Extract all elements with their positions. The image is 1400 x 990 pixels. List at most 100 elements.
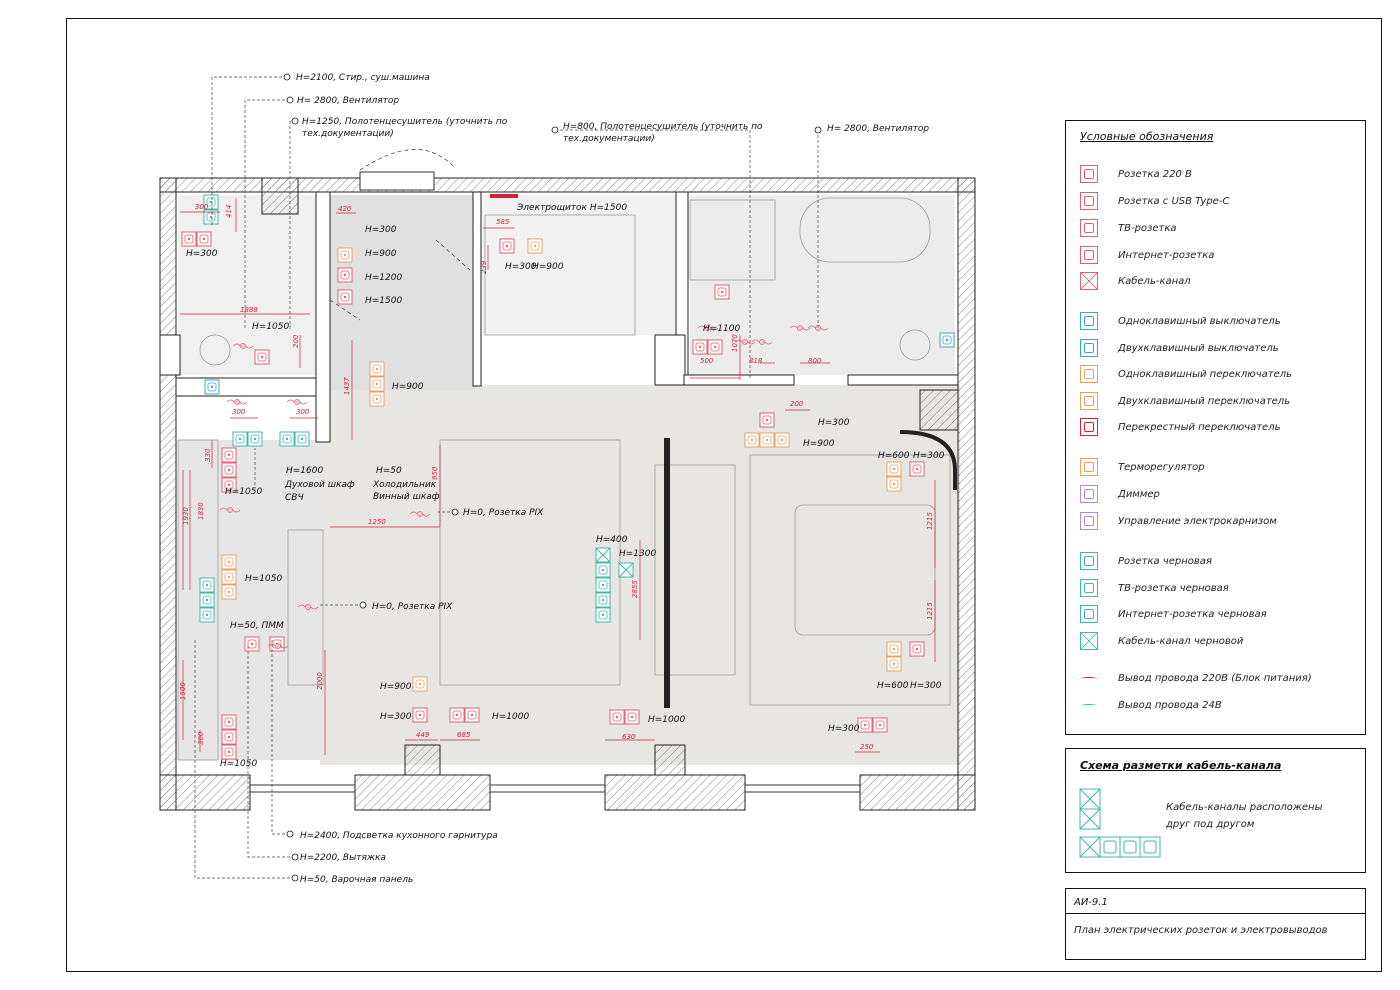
socket-symbol	[221, 462, 237, 478]
tv-socket-icon	[1080, 219, 1098, 237]
leader-marker	[814, 126, 822, 134]
dimension-value: 685	[457, 731, 471, 739]
leader-marker	[451, 508, 459, 516]
legend-item: Перекрестный переключатель	[1080, 418, 1281, 436]
plan-label: H=600	[878, 451, 910, 461]
socket-symbol	[254, 349, 270, 365]
socket-symbol	[449, 707, 465, 723]
socket-symbol	[221, 584, 237, 600]
socket-symbol	[221, 744, 237, 760]
plan-label: H=1200	[365, 273, 402, 283]
leader-marker	[286, 96, 294, 104]
plan-label: H=900	[392, 382, 424, 392]
leader-line	[211, 76, 287, 225]
leader-marker	[291, 853, 299, 861]
socket-symbol	[886, 461, 902, 477]
scheme-note: Кабель-каналы расположены друг под друго…	[1166, 799, 1322, 833]
tv-partition	[664, 438, 670, 708]
rough-tv-socket-icon	[1080, 579, 1098, 597]
legend-item-label: Интернет-розетка черновая	[1118, 608, 1267, 620]
legend-item-label: Двухклавишный выключатель	[1118, 342, 1279, 354]
legend-item-label: ТВ-розетка	[1118, 222, 1177, 234]
legend-item-label: Диммер	[1118, 488, 1160, 500]
dimension-value: 500	[700, 357, 714, 365]
dimension-value: 239	[480, 260, 488, 274]
legend-item: Двухклавишный переключатель	[1080, 392, 1290, 410]
dimension-value: 2000	[316, 672, 324, 690]
socket-symbol	[244, 636, 260, 652]
usb-socket-icon	[1080, 192, 1098, 210]
wire-outlet-symbol	[297, 604, 319, 610]
socket-symbol	[527, 238, 543, 254]
legend-item: Кабель-канал черновой	[1080, 632, 1243, 650]
dimension-value: 449	[416, 731, 430, 739]
dimension-value: 630	[622, 733, 636, 741]
plan-label: H=300	[818, 418, 850, 428]
cable-channel-symbol	[618, 562, 634, 578]
plan-label: H=50, ПММ	[230, 621, 284, 631]
double-toggle-icon	[1080, 392, 1098, 410]
socket-symbol	[221, 447, 237, 463]
electrical-panel	[490, 194, 518, 198]
dimension-value: 300	[296, 408, 310, 416]
plan-label: H=1050	[252, 322, 289, 332]
plan-label: H=300	[913, 451, 945, 461]
dimension-value: 330	[204, 448, 212, 462]
plan-label: Духовой шкаф	[284, 480, 355, 490]
dimmer-icon	[1080, 485, 1098, 503]
socket-symbol	[337, 247, 353, 263]
socket-symbol	[412, 707, 428, 723]
cable-channel-symbol	[595, 547, 611, 563]
wire-220-icon	[1080, 669, 1098, 687]
legend-item-label: Одноклавишный переключатель	[1118, 368, 1292, 380]
socket-symbol	[204, 379, 220, 395]
cornice-control-icon	[1080, 512, 1098, 530]
callout-label: H=2200, Вытяжка	[300, 853, 386, 863]
sheet-frame	[66, 18, 1382, 972]
socket-symbol	[499, 238, 515, 254]
plan-label: Холодильник	[372, 480, 437, 490]
scheme-title: Схема разметки кабель-канала	[1080, 759, 1282, 772]
drawing-description: План электрических розеток и электровыво…	[1074, 925, 1328, 936]
legend-item-label: Розетка 220 В	[1118, 168, 1192, 180]
socket-symbol	[759, 432, 775, 448]
socket-symbol	[774, 432, 790, 448]
legend-item: Розетка с USB Type-C	[1080, 192, 1229, 210]
plan-label: H=900	[365, 249, 397, 259]
callout-label: тех.документации)	[302, 129, 394, 139]
socket-symbol	[872, 717, 888, 733]
plan-symbols	[181, 194, 955, 760]
door-swing	[359, 149, 456, 171]
plan-label: H=1100	[703, 324, 740, 334]
plan-label: H=300	[910, 681, 942, 691]
legend-item: Управление электрокарнизом	[1080, 512, 1277, 530]
dimension-value: 200	[292, 334, 300, 348]
plan-label: H=300	[365, 225, 397, 235]
legend-item: Вывод провода 220В (Блок питания)	[1080, 669, 1312, 687]
dimension-value: 1215	[926, 512, 934, 530]
dimension-value: 1888	[240, 306, 258, 314]
plan-label: H=1050	[245, 574, 282, 584]
legend-item-label: Перекрестный переключатель	[1118, 421, 1281, 433]
callout-label: тех.документации)	[563, 134, 655, 144]
socket-symbol	[199, 577, 215, 593]
socket-symbol	[369, 361, 385, 377]
plan-label: H=400	[596, 535, 628, 545]
bathroom-floor	[690, 195, 955, 375]
legend-item-label: Розетка черновая	[1118, 555, 1212, 567]
plan-label: H=300	[505, 262, 537, 272]
title-block-divider	[1066, 913, 1365, 914]
wire-outlet-symbol	[789, 325, 811, 331]
rough-internet-socket-icon	[1080, 605, 1098, 623]
wire-outlet-symbol	[286, 399, 308, 405]
scheme-note-line1: Кабель-каналы расположены	[1166, 802, 1323, 813]
callout-label: H=2100, Стир., суш.машина	[296, 73, 430, 83]
legend-item: Диммер	[1080, 485, 1160, 503]
leader-marker	[359, 601, 367, 609]
plan-label: H=900	[532, 262, 564, 272]
leader-line	[244, 99, 290, 330]
socket-symbol	[337, 289, 353, 305]
socket-symbol	[909, 641, 925, 657]
single-toggle-icon	[1080, 365, 1098, 383]
